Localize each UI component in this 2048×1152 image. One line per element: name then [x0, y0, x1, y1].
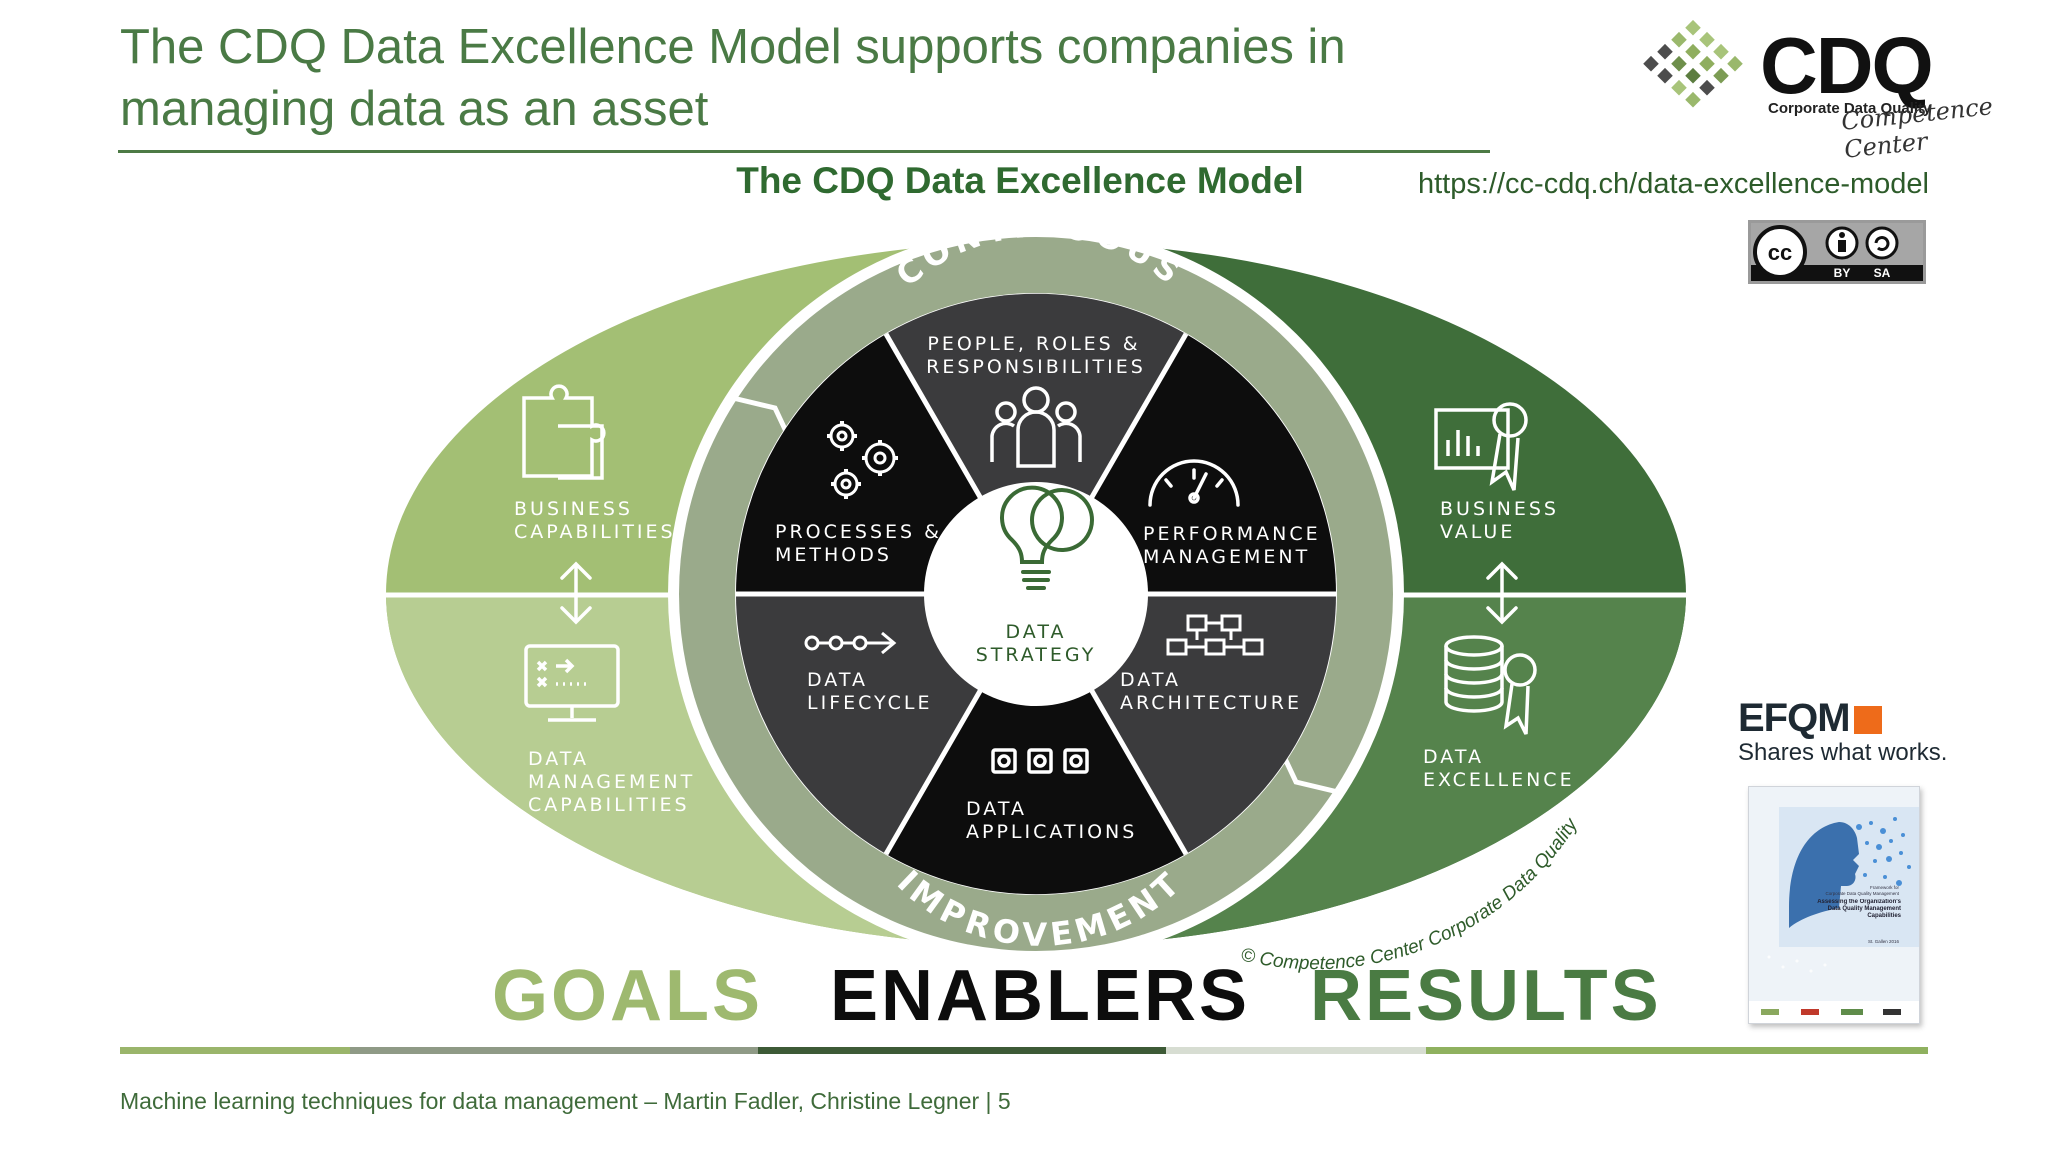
- cdq-logo: CDQ Corporate Data Quality Competence Ce…: [1630, 20, 2020, 164]
- cc-license-icon: cc BY SA: [1751, 223, 1923, 280]
- business-capabilities-label-2: CAPABILITIES: [514, 521, 676, 543]
- gauge-icon: [1148, 459, 1240, 507]
- pillar-results: RESULTS: [1310, 956, 1662, 1036]
- data-strategy-label-2: STRATEGY: [976, 644, 1097, 666]
- architecture-label-1: DATA: [1120, 669, 1181, 691]
- people-label-1: PEOPLE, ROLES &: [927, 333, 1140, 355]
- gears-icon: [827, 421, 898, 499]
- monitor-tasks-icon: [524, 644, 620, 722]
- efqm-wordmark: EFQM: [1738, 696, 1851, 740]
- coin-stack-award-icon: [1444, 635, 1537, 735]
- architecture-blocks-icon: [1166, 614, 1264, 656]
- title-divider: [118, 150, 1490, 153]
- people-label-2: RESPONSIBILITIES: [926, 356, 1146, 378]
- business-value-label-2: VALUE: [1440, 521, 1515, 543]
- business-value-label-1: BUSINESS: [1440, 498, 1559, 520]
- model-heading: The CDQ Data Excellence Model: [736, 160, 1304, 201]
- data-strategy-label-1: DATA: [1006, 621, 1067, 643]
- cover-line-2: Corporate Data Quality Management: [1825, 891, 1899, 896]
- data-applications-icon: [991, 748, 1089, 774]
- cc-sa-label: SA: [1874, 266, 1891, 280]
- cc-by-sa-badge[interactable]: cc BY SA: [1748, 220, 1926, 284]
- efqm-orange-square: [1853, 706, 1882, 734]
- cover-line-1: Framework for: [1870, 885, 1900, 890]
- applications-label-2: APPLICATIONS: [966, 821, 1137, 843]
- efqm-tagline: Shares what works.: [1738, 739, 1948, 766]
- data-excellence-label-2: EXCELLENCE: [1423, 769, 1575, 791]
- architecture-label-2: ARCHITECTURE: [1120, 692, 1302, 714]
- cdq-diamond-mark: [1643, 20, 1743, 108]
- pillar-bar-light: [1166, 1047, 1426, 1054]
- lifecycle-flow-icon: [804, 631, 897, 655]
- lifecycle-label-2: LIFECYCLE: [807, 692, 932, 714]
- data-management-capabilities-label-1: DATA: [528, 748, 589, 770]
- pillar-bar-results: [1426, 1047, 1928, 1054]
- business-capabilities-label-1: BUSINESS: [514, 498, 633, 520]
- pillar-goals: GOALS: [492, 956, 764, 1036]
- processes-label-1: PROCESSES &: [775, 521, 942, 543]
- pillar-bar-enablers: [758, 1047, 1166, 1054]
- slide-title: The CDQ Data Excellence Model supports c…: [120, 20, 1346, 136]
- lifecycle-label-1: DATA: [807, 669, 868, 691]
- cc-mark: cc: [1768, 240, 1792, 265]
- cover-place: St. Gallen 2016: [1868, 939, 1900, 944]
- double-arrow-results-icon: [1486, 561, 1518, 625]
- model-url-link[interactable]: https://cc-cdq.ch/data-excellence-model: [1418, 168, 1929, 200]
- pillar-enablers: ENABLERS: [830, 956, 1251, 1036]
- data-excellence-label-1: DATA: [1423, 746, 1484, 768]
- data-management-capabilities-label-3: CAPABILITIES: [528, 794, 690, 816]
- applications-label-1: DATA: [966, 798, 1027, 820]
- data-strategy-hub: [924, 482, 1148, 706]
- performance-label-2: MANAGEMENT: [1143, 546, 1310, 568]
- pillar-bar-goals-left: [120, 1047, 350, 1054]
- data-management-capabilities-label-2: MANAGEMENT: [528, 771, 695, 793]
- performance-label-1: PERFORMANCE: [1143, 523, 1321, 545]
- report-cover-image: Framework for Corporate Data Quality Man…: [1748, 786, 1920, 1024]
- lightbulb-icon: [1000, 485, 1094, 590]
- cover-title: Assessing the Organization's Data Qualit…: [1817, 899, 1901, 919]
- puzzle-icon: [522, 384, 606, 480]
- efqm-logo: EFQM Shares what works.: [1738, 696, 1968, 767]
- chart-award-icon: [1434, 402, 1528, 491]
- cc-by-label: BY: [1834, 266, 1851, 280]
- pillar-bar-goals-gray: [350, 1047, 758, 1054]
- report-cover-art: Framework for Corporate Data Quality Man…: [1749, 787, 1919, 1023]
- cdq-wordmark: CDQ: [1760, 21, 1934, 110]
- footer-text: Machine learning techniques for data man…: [120, 1088, 1011, 1114]
- team-people-icon: [990, 386, 1082, 468]
- cdq-subtitle: Corporate Data Quality: [1768, 100, 1932, 117]
- double-arrow-goals-icon: [560, 561, 592, 625]
- processes-label-2: METHODS: [775, 544, 892, 566]
